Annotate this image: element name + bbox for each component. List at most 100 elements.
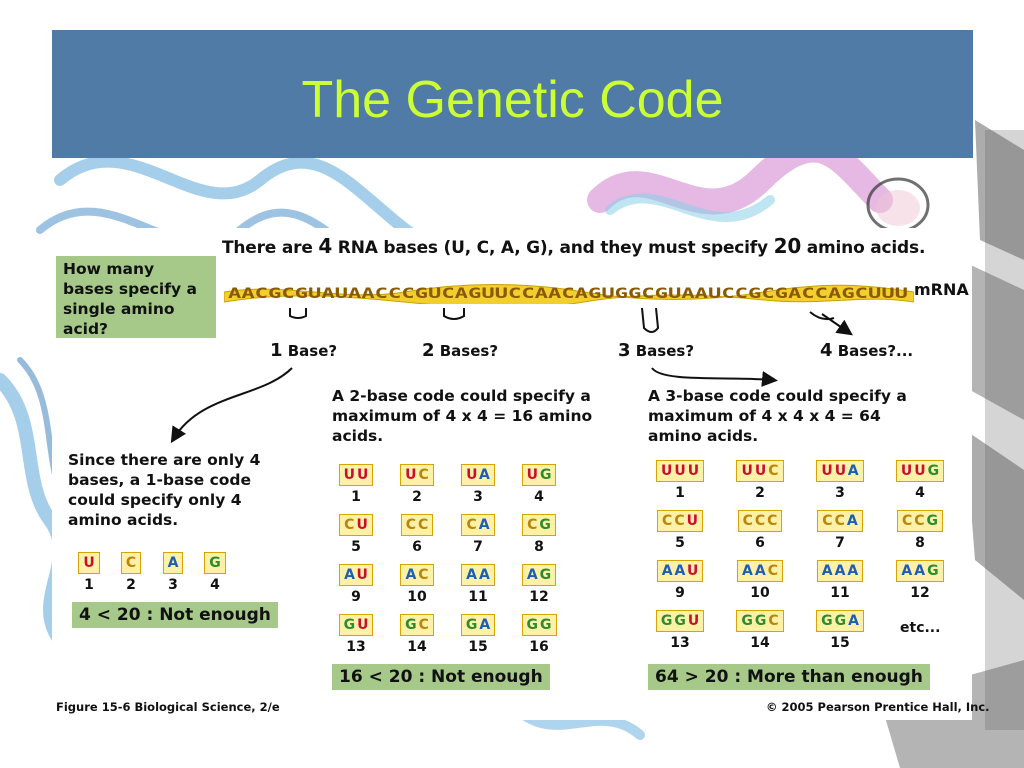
- question-box: How many bases specify a single amino ac…: [56, 256, 216, 338]
- codon-tile: CG: [522, 514, 556, 536]
- codon-tile: GA: [460, 614, 496, 636]
- figure-credit: © 2005 Pearson Prentice Hall, Inc.: [766, 700, 990, 714]
- codon-number: 13: [346, 639, 366, 655]
- genetic-code-figure: There are 4 RNA bases (U, C, A, G), and …: [52, 228, 990, 720]
- codon-tile: UG: [521, 464, 557, 486]
- option-two-text: Bases?: [434, 342, 499, 360]
- codon-tile: AAU: [656, 560, 704, 582]
- codon-number: 3: [168, 577, 178, 593]
- codon-tile: GGA: [816, 610, 864, 632]
- codon-number: 14: [407, 639, 427, 655]
- two-base-codon-10: AC 10: [393, 564, 441, 606]
- two-base-codon-14: GC 14: [393, 614, 441, 656]
- codon-number: 3: [835, 485, 845, 501]
- codon-number: 10: [407, 589, 427, 605]
- option-two-bases: 2 Bases?: [422, 340, 498, 361]
- codon-tile: UUG: [895, 460, 945, 482]
- codon-number: 2: [126, 577, 136, 593]
- codon-tile: CCC: [737, 510, 783, 532]
- codon-tile: GC: [400, 614, 434, 636]
- codon-number: 2: [755, 485, 765, 501]
- codon-number: 1: [84, 577, 94, 593]
- option-three-text: Bases?: [630, 342, 695, 360]
- option-one-base: 1 Base?: [270, 340, 337, 361]
- two-base-codon-3: UA 3: [454, 464, 502, 506]
- codon-tile: AA: [461, 564, 495, 586]
- codon-tile: CCG: [896, 510, 944, 532]
- three-base-etc: etc...: [900, 620, 941, 636]
- codon-number: 7: [473, 539, 483, 555]
- codon-number: 16: [529, 639, 549, 655]
- headline-prefix: There are: [222, 238, 319, 258]
- three-base-codon-3: UUA 3: [808, 460, 872, 502]
- codon-number: 9: [351, 589, 361, 605]
- codon-number: 8: [534, 539, 544, 555]
- codon-tile: A: [162, 552, 184, 574]
- codon-number: 1: [351, 489, 361, 505]
- title-bar: The Genetic Code: [52, 30, 973, 158]
- three-base-codon-15: GGA 15: [808, 610, 872, 652]
- codon-tile: UUC: [736, 460, 784, 482]
- codon-number: 14: [750, 635, 770, 651]
- codon-tile: AAA: [816, 560, 864, 582]
- codon-tile: CC: [400, 514, 434, 536]
- codon-number: 12: [910, 585, 930, 601]
- headline-middle: RNA bases (U, C, A, G), and they must sp…: [332, 238, 774, 258]
- codon-number: 12: [529, 589, 549, 605]
- three-base-codon-6: CCC 6: [728, 510, 792, 552]
- option-three-bases: 3 Bases?: [618, 340, 694, 361]
- codon-tile: CCU: [657, 510, 703, 532]
- codon-tile: AAC: [737, 560, 783, 582]
- codon-number: 4: [534, 489, 544, 505]
- codon-tile: CA: [461, 514, 495, 536]
- three-base-verdict: 64 > 20 : More than enough: [648, 664, 930, 690]
- two-base-text: A 2-base code could specify a maximum of…: [332, 387, 593, 445]
- headline-suffix: amino acids.: [801, 238, 926, 258]
- codon-number: 4: [210, 577, 220, 593]
- codon-tile: GGU: [655, 610, 705, 632]
- codon-number: 4: [915, 485, 925, 501]
- headline-num-amino-acids: 20: [773, 234, 802, 258]
- codon-number: 15: [830, 635, 850, 651]
- three-base-codon-10: AAC 10: [728, 560, 792, 602]
- codon-number: 15: [468, 639, 488, 655]
- three-base-codon-2: UUC 2: [728, 460, 792, 502]
- mrna-label: mRNA: [914, 280, 969, 299]
- codon-tile: UA: [461, 464, 495, 486]
- two-base-codon-9: AU 9: [332, 564, 380, 606]
- codon-tile: AC: [400, 564, 434, 586]
- codon-number: 3: [473, 489, 483, 505]
- codon-tile: AU: [339, 564, 373, 586]
- codon-number: 10: [750, 585, 770, 601]
- codon-number: 6: [412, 539, 422, 555]
- three-base-text: A 3-base code could specify a maximum of…: [648, 387, 907, 445]
- one-base-text: Since there are only 4 bases, a 1-base c…: [68, 451, 261, 529]
- slide-title: The Genetic Code: [301, 71, 724, 129]
- headline-num-bases: 4: [318, 234, 333, 258]
- codon-tile: UUA: [816, 460, 864, 482]
- figure-headline: There are 4 RNA bases (U, C, A, G), and …: [222, 234, 925, 258]
- codon-tile: U: [78, 552, 100, 574]
- two-base-codon-15: GA 15: [454, 614, 502, 656]
- codon-number: 1: [675, 485, 685, 501]
- codon-tile: G: [204, 552, 226, 574]
- three-base-codon-4: UUG 4: [888, 460, 952, 502]
- codon-number: 6: [755, 535, 765, 551]
